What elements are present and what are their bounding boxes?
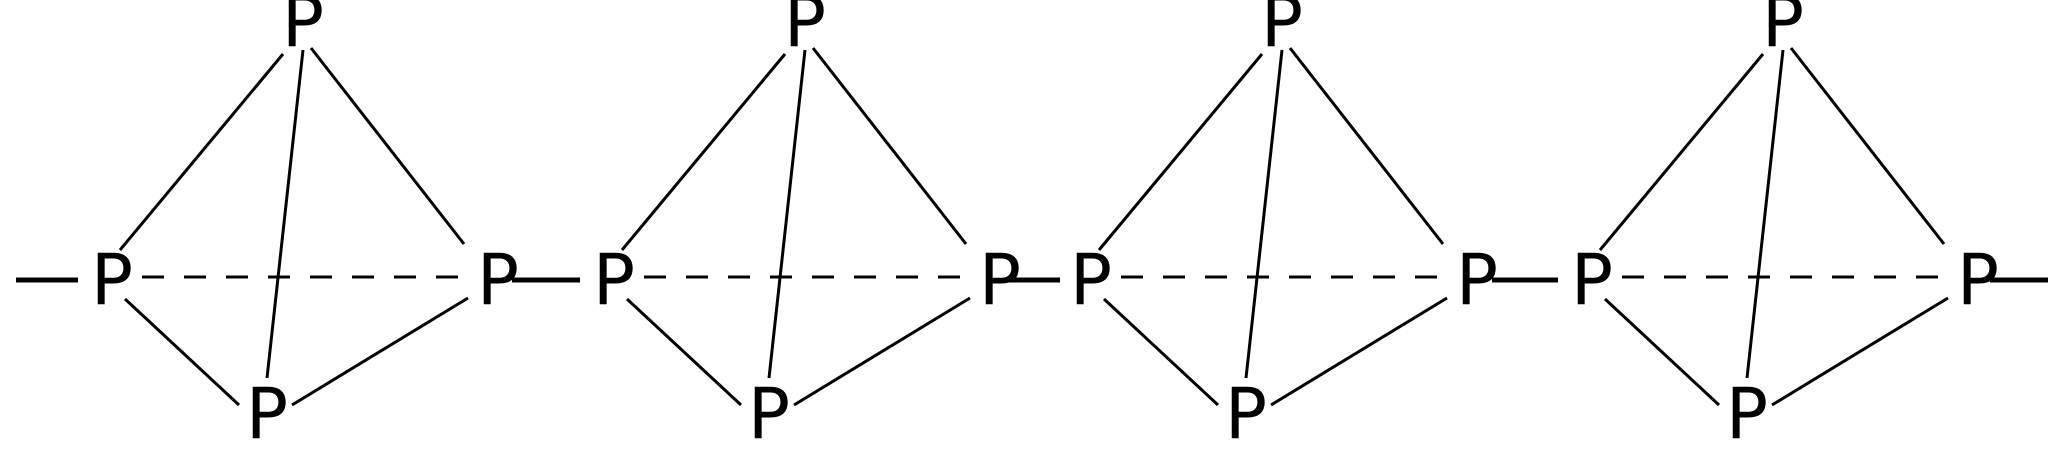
unit1-atom-bottom: P — [246, 373, 288, 455]
unit2-bond-right-bottom — [793, 296, 971, 407]
unit1-bond-left-top — [118, 53, 285, 251]
unit4-bond-right-bottom — [1771, 296, 1949, 407]
unit1-bond-right-bottom — [291, 296, 469, 407]
unit1-atom-top: P — [282, 0, 324, 63]
unit4-bond-left-top — [1598, 53, 1765, 251]
unit4-bond-top-bottom — [1745, 49, 1785, 379]
unit1-atom-left: P — [91, 239, 133, 321]
unit4-atom-right: P — [1957, 239, 1999, 321]
unit2-atom-bottom: P — [748, 373, 790, 455]
unit3-bond-right-bottom — [1270, 296, 1448, 407]
unit2-bond-left-top — [620, 53, 787, 251]
unit3-bond-left-top — [1097, 53, 1264, 251]
unit4-atom-left: P — [1571, 239, 1613, 321]
unit2-bond-top-right — [811, 47, 968, 245]
unit1-bond-top-bottom — [265, 49, 305, 379]
unit2-atom-top: P — [784, 0, 826, 63]
bonds-layer — [16, 47, 2048, 407]
unit2-atom-right: P — [979, 239, 1021, 321]
unit3-atom-left: P — [1070, 239, 1112, 321]
unit3-atom-top: P — [1261, 0, 1303, 63]
unit1-atom-right: P — [477, 239, 519, 321]
unit3-bond-left-bottom — [1102, 297, 1220, 407]
unit3-atom-bottom: P — [1225, 373, 1267, 455]
unit1-bond-left-bottom — [123, 297, 241, 407]
unit4-bond-top-right — [1789, 47, 1946, 245]
unit3-bond-top-right — [1288, 47, 1445, 245]
unit3-bond-top-bottom — [1244, 49, 1284, 379]
unit2-bond-left-bottom — [625, 297, 743, 407]
unit4-atom-top: P — [1762, 0, 1804, 63]
unit3-atom-right: P — [1456, 239, 1498, 321]
unit4-atom-bottom: P — [1726, 373, 1768, 455]
unit2-atom-left: P — [593, 239, 635, 321]
unit1-bond-top-right — [309, 47, 466, 245]
unit4-bond-left-bottom — [1603, 297, 1721, 407]
unit2-bond-top-bottom — [767, 49, 807, 379]
